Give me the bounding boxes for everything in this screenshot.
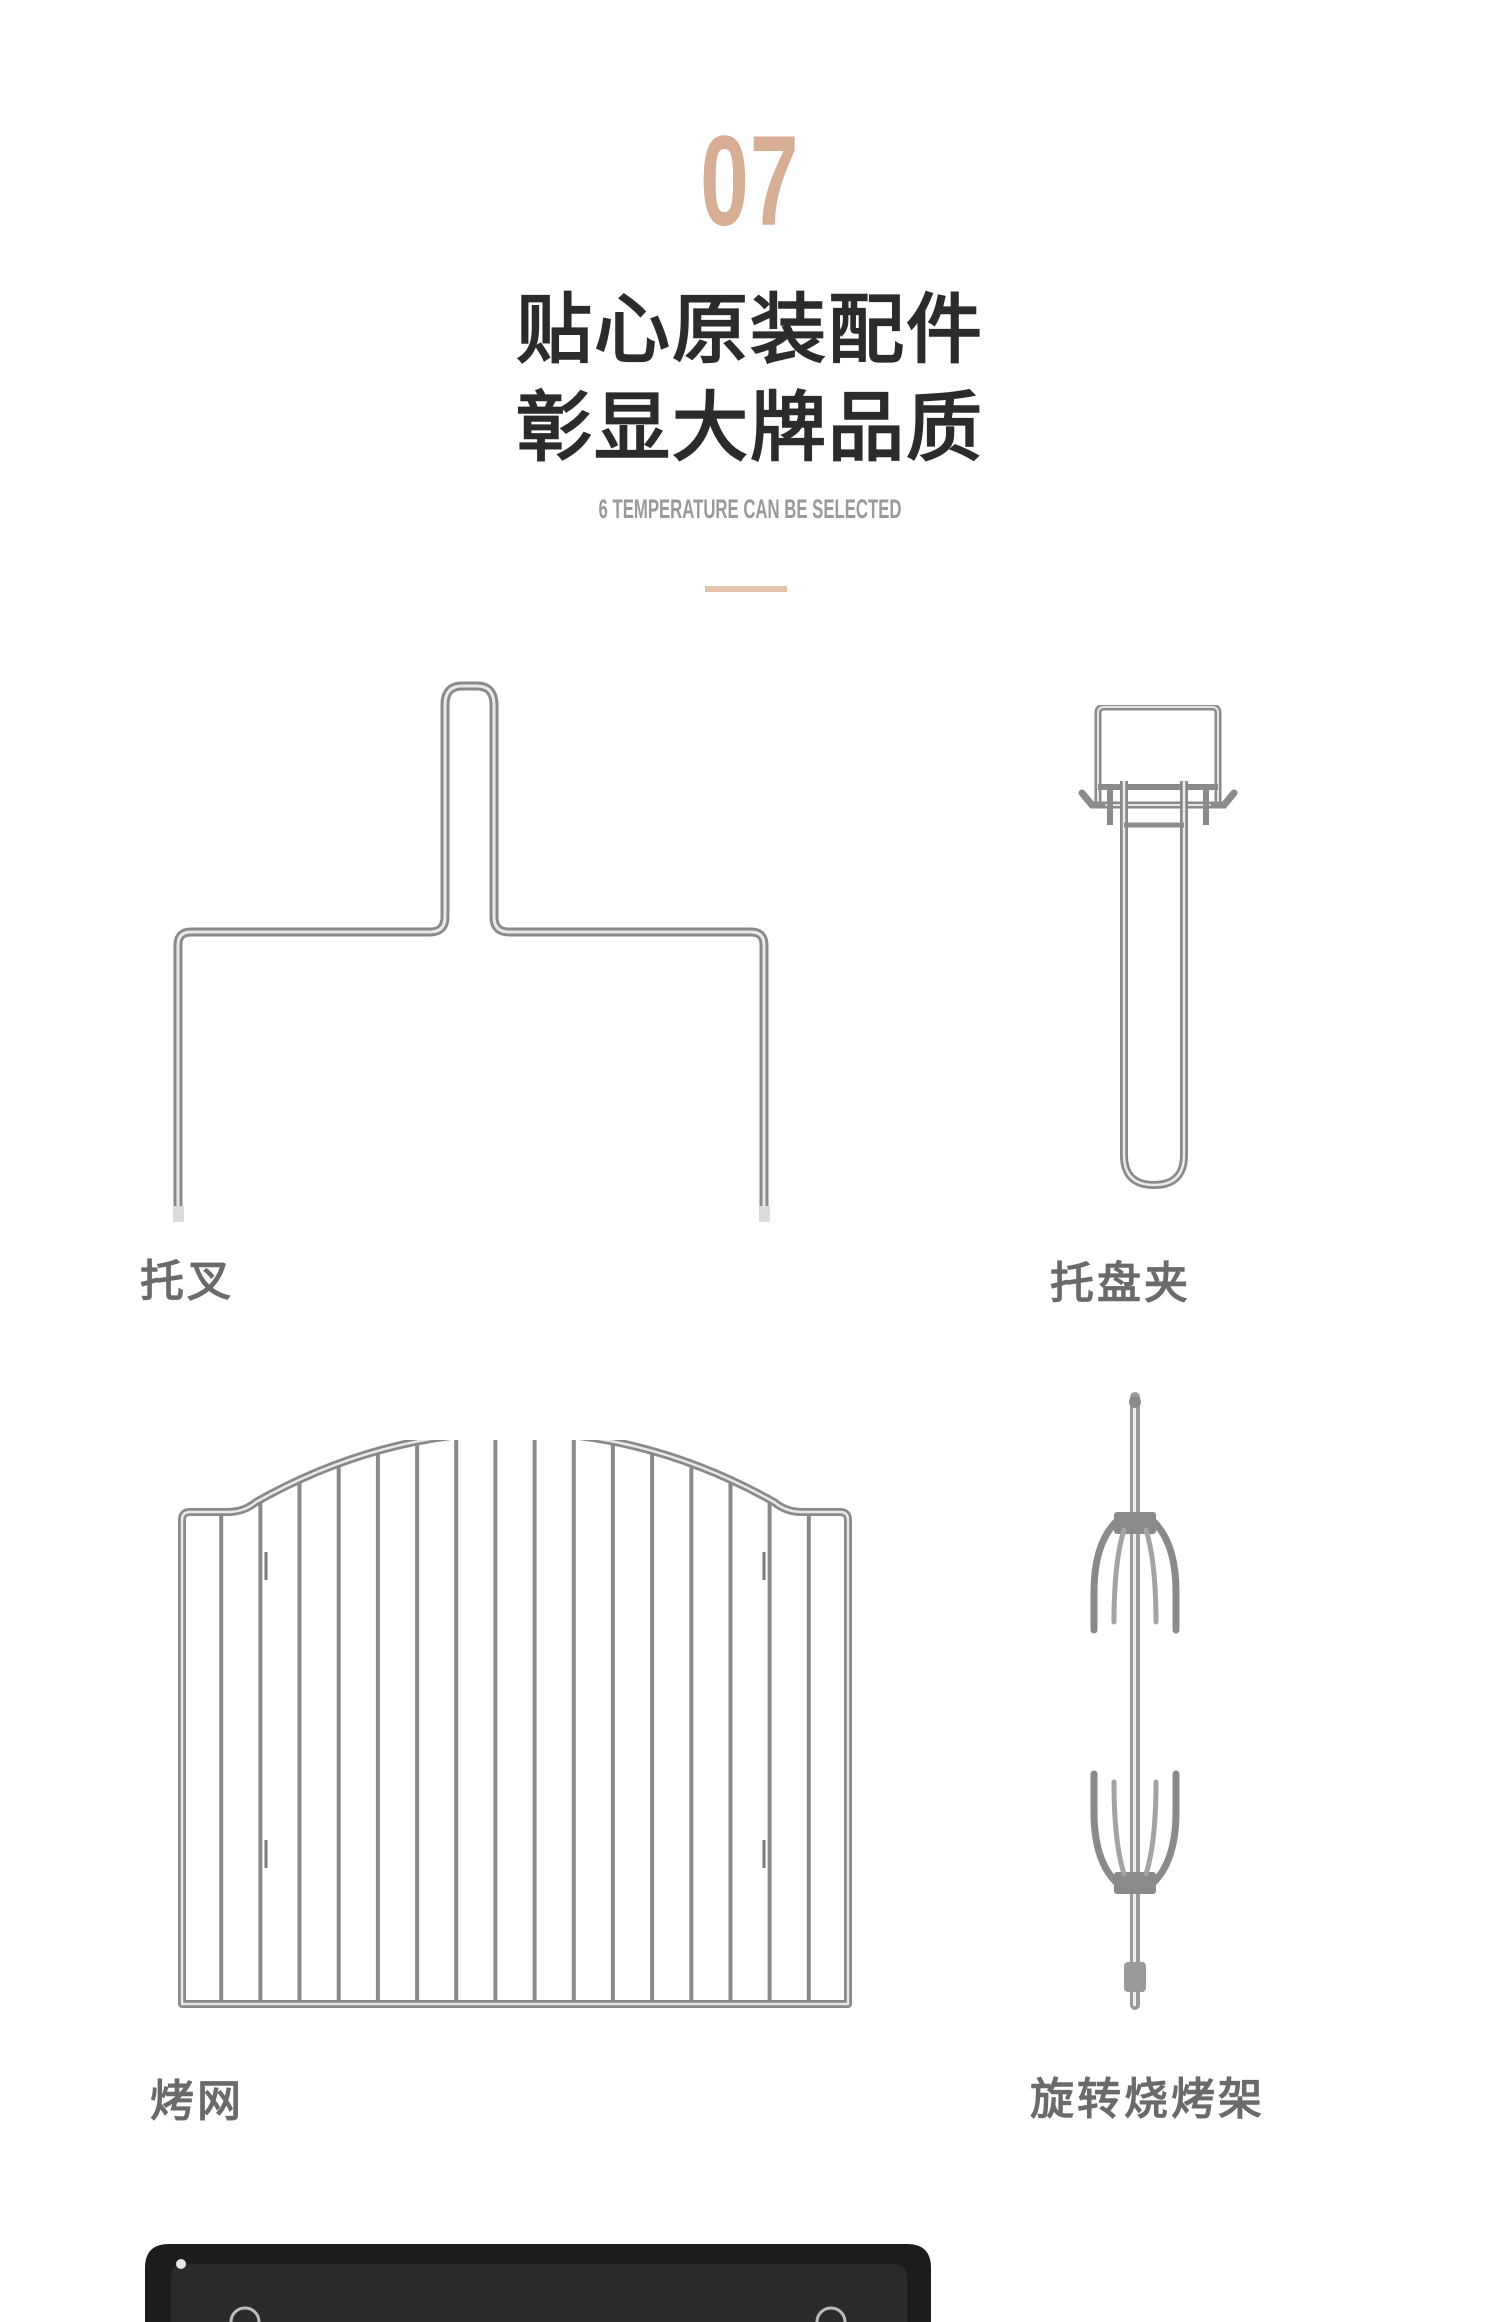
grill-rack-icon	[178, 1440, 852, 2008]
english-subtitle: 6 TEMPERATURE CAN BE SELECTED	[598, 494, 902, 524]
accessory-label-fork-holder: 托叉	[140, 1256, 234, 1307]
fork-holder-icon	[173, 681, 770, 1222]
section-number: 07	[700, 110, 800, 253]
accessory-label-rotisserie-spit: 旋转烧烤架	[1030, 2074, 1265, 2125]
rotisserie-spit-icon	[1090, 1392, 1180, 2010]
accessory-label-tray-clip: 托盘夹	[1050, 1258, 1191, 1309]
page-title-line-2: 彰显大牌品质	[516, 383, 984, 472]
page-title-line-1: 贴心原装配件	[516, 285, 984, 374]
accessory-label-grill-rack: 烤网	[150, 2076, 244, 2127]
baking-tray-icon	[145, 2244, 931, 2322]
tray-clip-icon	[1078, 705, 1238, 1190]
accent-divider	[705, 586, 787, 592]
